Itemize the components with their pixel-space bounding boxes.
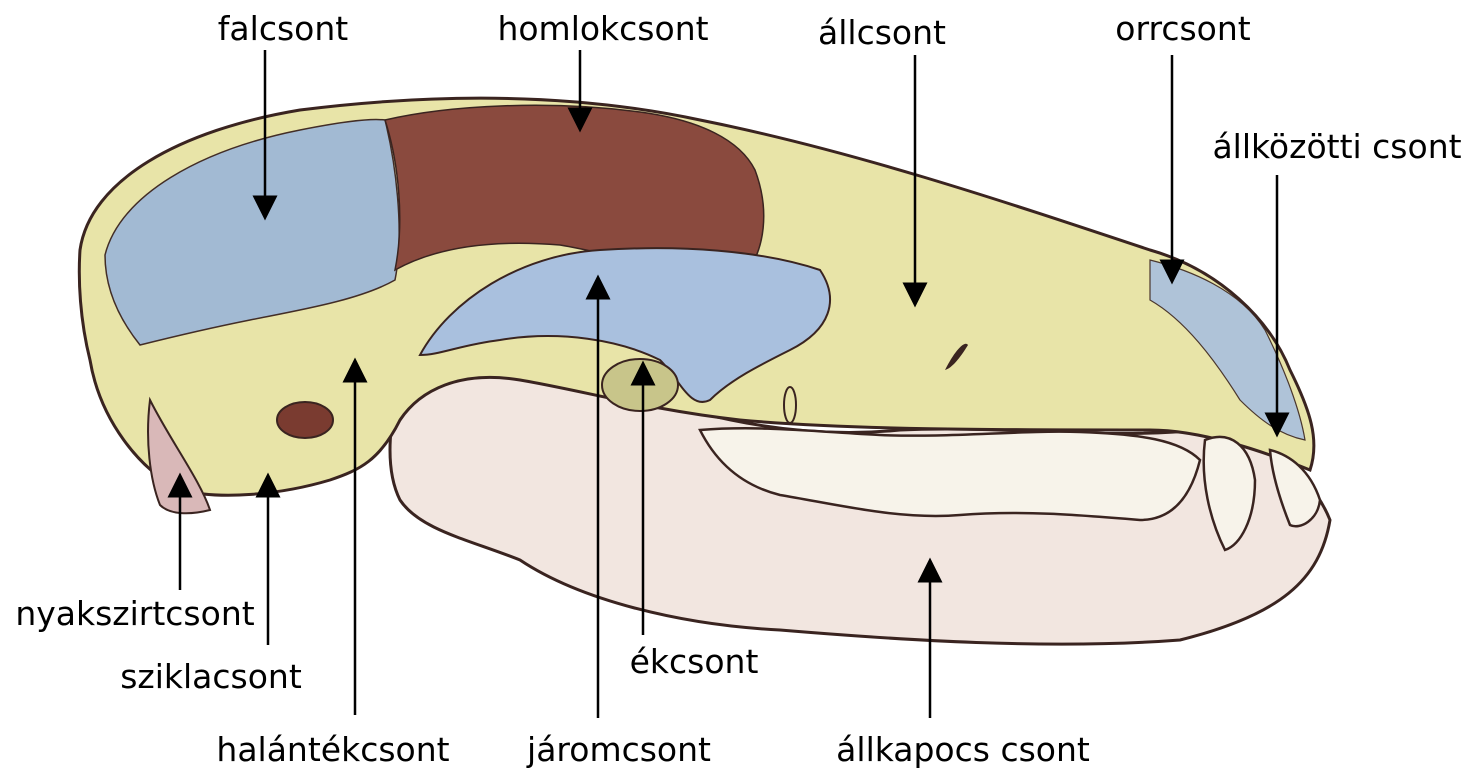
sphenoid-region	[602, 359, 678, 411]
infraorbital-foramen	[784, 387, 796, 423]
label-allcsont: állcsont	[818, 16, 946, 49]
label-allkapocs-csont: állkapocs csont	[836, 733, 1090, 766]
label-nyakszirtcsont: nyakszirtcsont	[15, 597, 254, 630]
label-orrcsont: orrcsont	[1115, 12, 1250, 45]
label-halantekcsont: halántékcsont	[216, 733, 449, 766]
label-allkozotti-csont: állközötti csont	[1212, 130, 1461, 163]
label-jaromcsont: járomcsont	[527, 733, 711, 766]
label-sziklacsont: sziklacsont	[120, 660, 302, 693]
label-falcsont: falcsont	[218, 12, 348, 45]
ear-opening	[277, 402, 333, 438]
label-homlokcsont: homlokcsont	[497, 12, 708, 45]
label-ekcsont: ékcsont	[630, 645, 759, 678]
